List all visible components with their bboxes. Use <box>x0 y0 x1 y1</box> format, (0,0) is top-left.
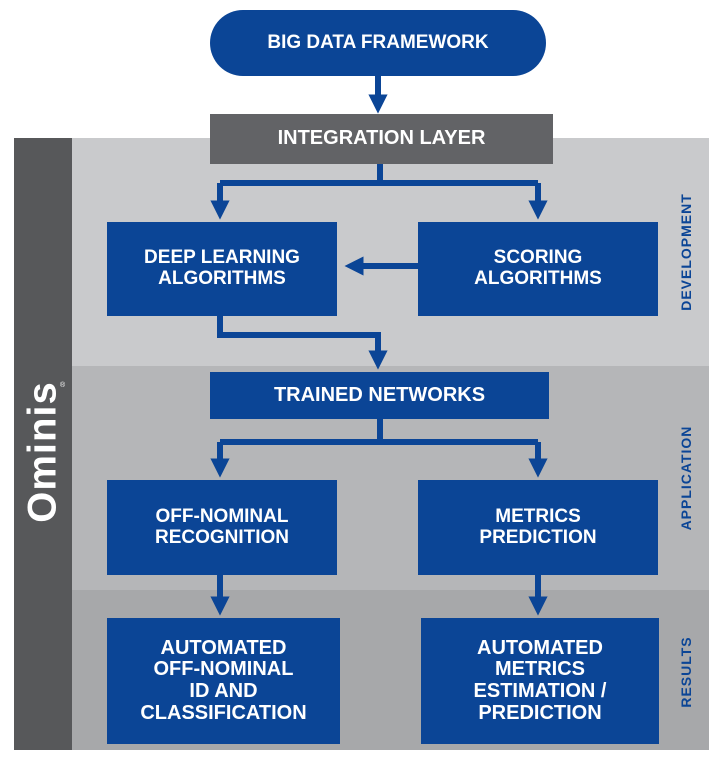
metrics-prediction-node: METRICS PREDICTION <box>418 480 658 575</box>
trained-networks-node: TRAINED NETWORKS <box>210 372 549 419</box>
automated-metrics-node: AUTOMATED METRICS ESTIMATION / PREDICTIO… <box>421 618 659 744</box>
scoring-algorithms-node: SCORING ALGORITHMS <box>418 222 658 316</box>
big-data-framework-node: BIG DATA FRAMEWORK <box>210 10 546 76</box>
deep-learning-algorithms-node: DEEP LEARNING ALGORITHMS <box>107 222 337 316</box>
brand-logo-text: Ominis <box>20 381 65 523</box>
section-label-results: RESULTS <box>678 636 694 708</box>
off-nominal-recognition-node: OFF-NOMINAL RECOGNITION <box>107 480 337 575</box>
registered-mark: ® <box>60 382 66 389</box>
brand-strip <box>14 138 72 750</box>
section-label-development: DEVELOPMENT <box>678 193 694 311</box>
section-label-application: APPLICATION <box>678 425 694 531</box>
automated-off-nominal-node: AUTOMATED OFF-NOMINAL ID AND CLASSIFICAT… <box>107 618 340 744</box>
integration-layer-node: INTEGRATION LAYER <box>210 114 553 164</box>
